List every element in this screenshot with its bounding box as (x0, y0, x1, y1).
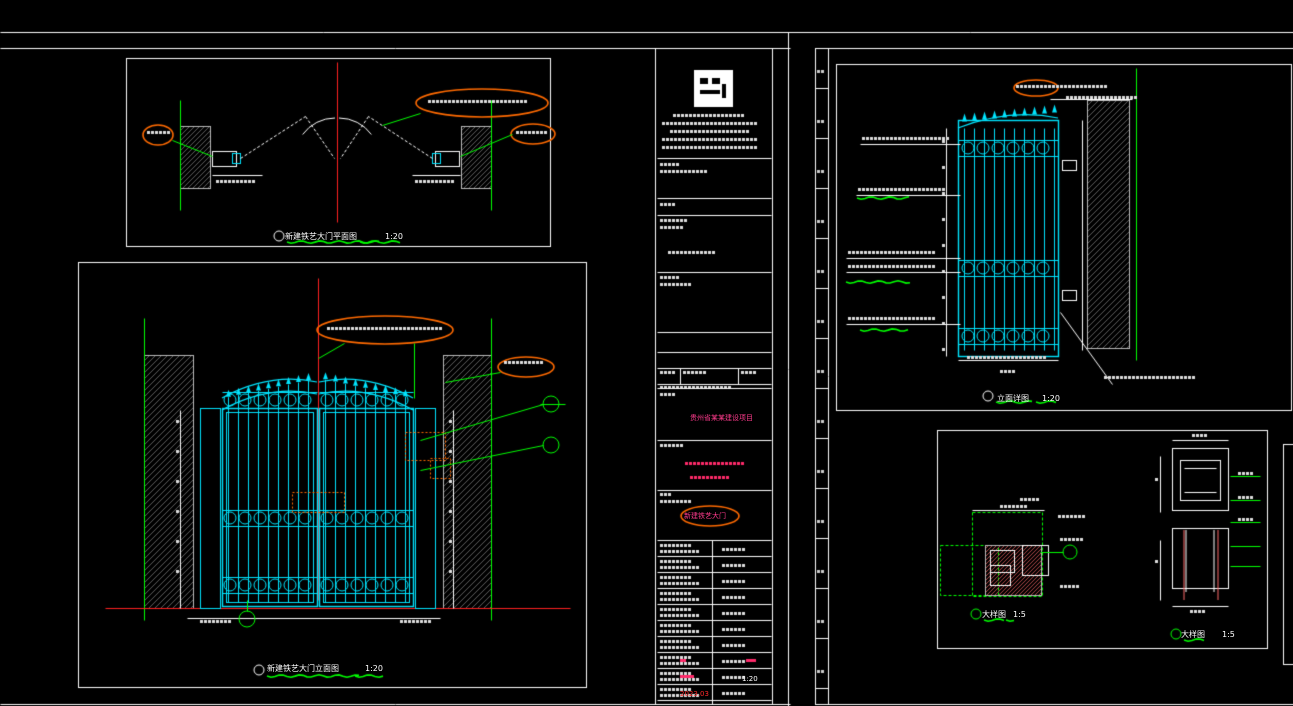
section-view-scale: 1:20 (1042, 394, 1060, 403)
elevation-view-scale: 1:20 (365, 664, 383, 673)
plan-view-title: 新建铁艺大门平面图 (285, 232, 357, 241)
detail-b-scale: 1:5 (1222, 630, 1235, 639)
titleblock-drawing-title: 新建铁艺大门 (684, 512, 726, 520)
detail-a-title: 大样图 (982, 610, 1006, 619)
titleblock-scale: 1:20 (742, 675, 758, 683)
plan-view-scale: 1:20 (385, 232, 403, 241)
detail-b-title: 大样图 (1181, 630, 1205, 639)
detail-a-scale: 1:5 (1013, 610, 1026, 619)
titleblock-project-name: 贵州省某某建设项目 (690, 414, 753, 422)
elevation-view-title: 新建铁艺大门立面图 (267, 664, 339, 673)
section-view-title: 立面详图 (997, 394, 1029, 403)
titleblock-revision: 2023.03 (680, 690, 709, 698)
